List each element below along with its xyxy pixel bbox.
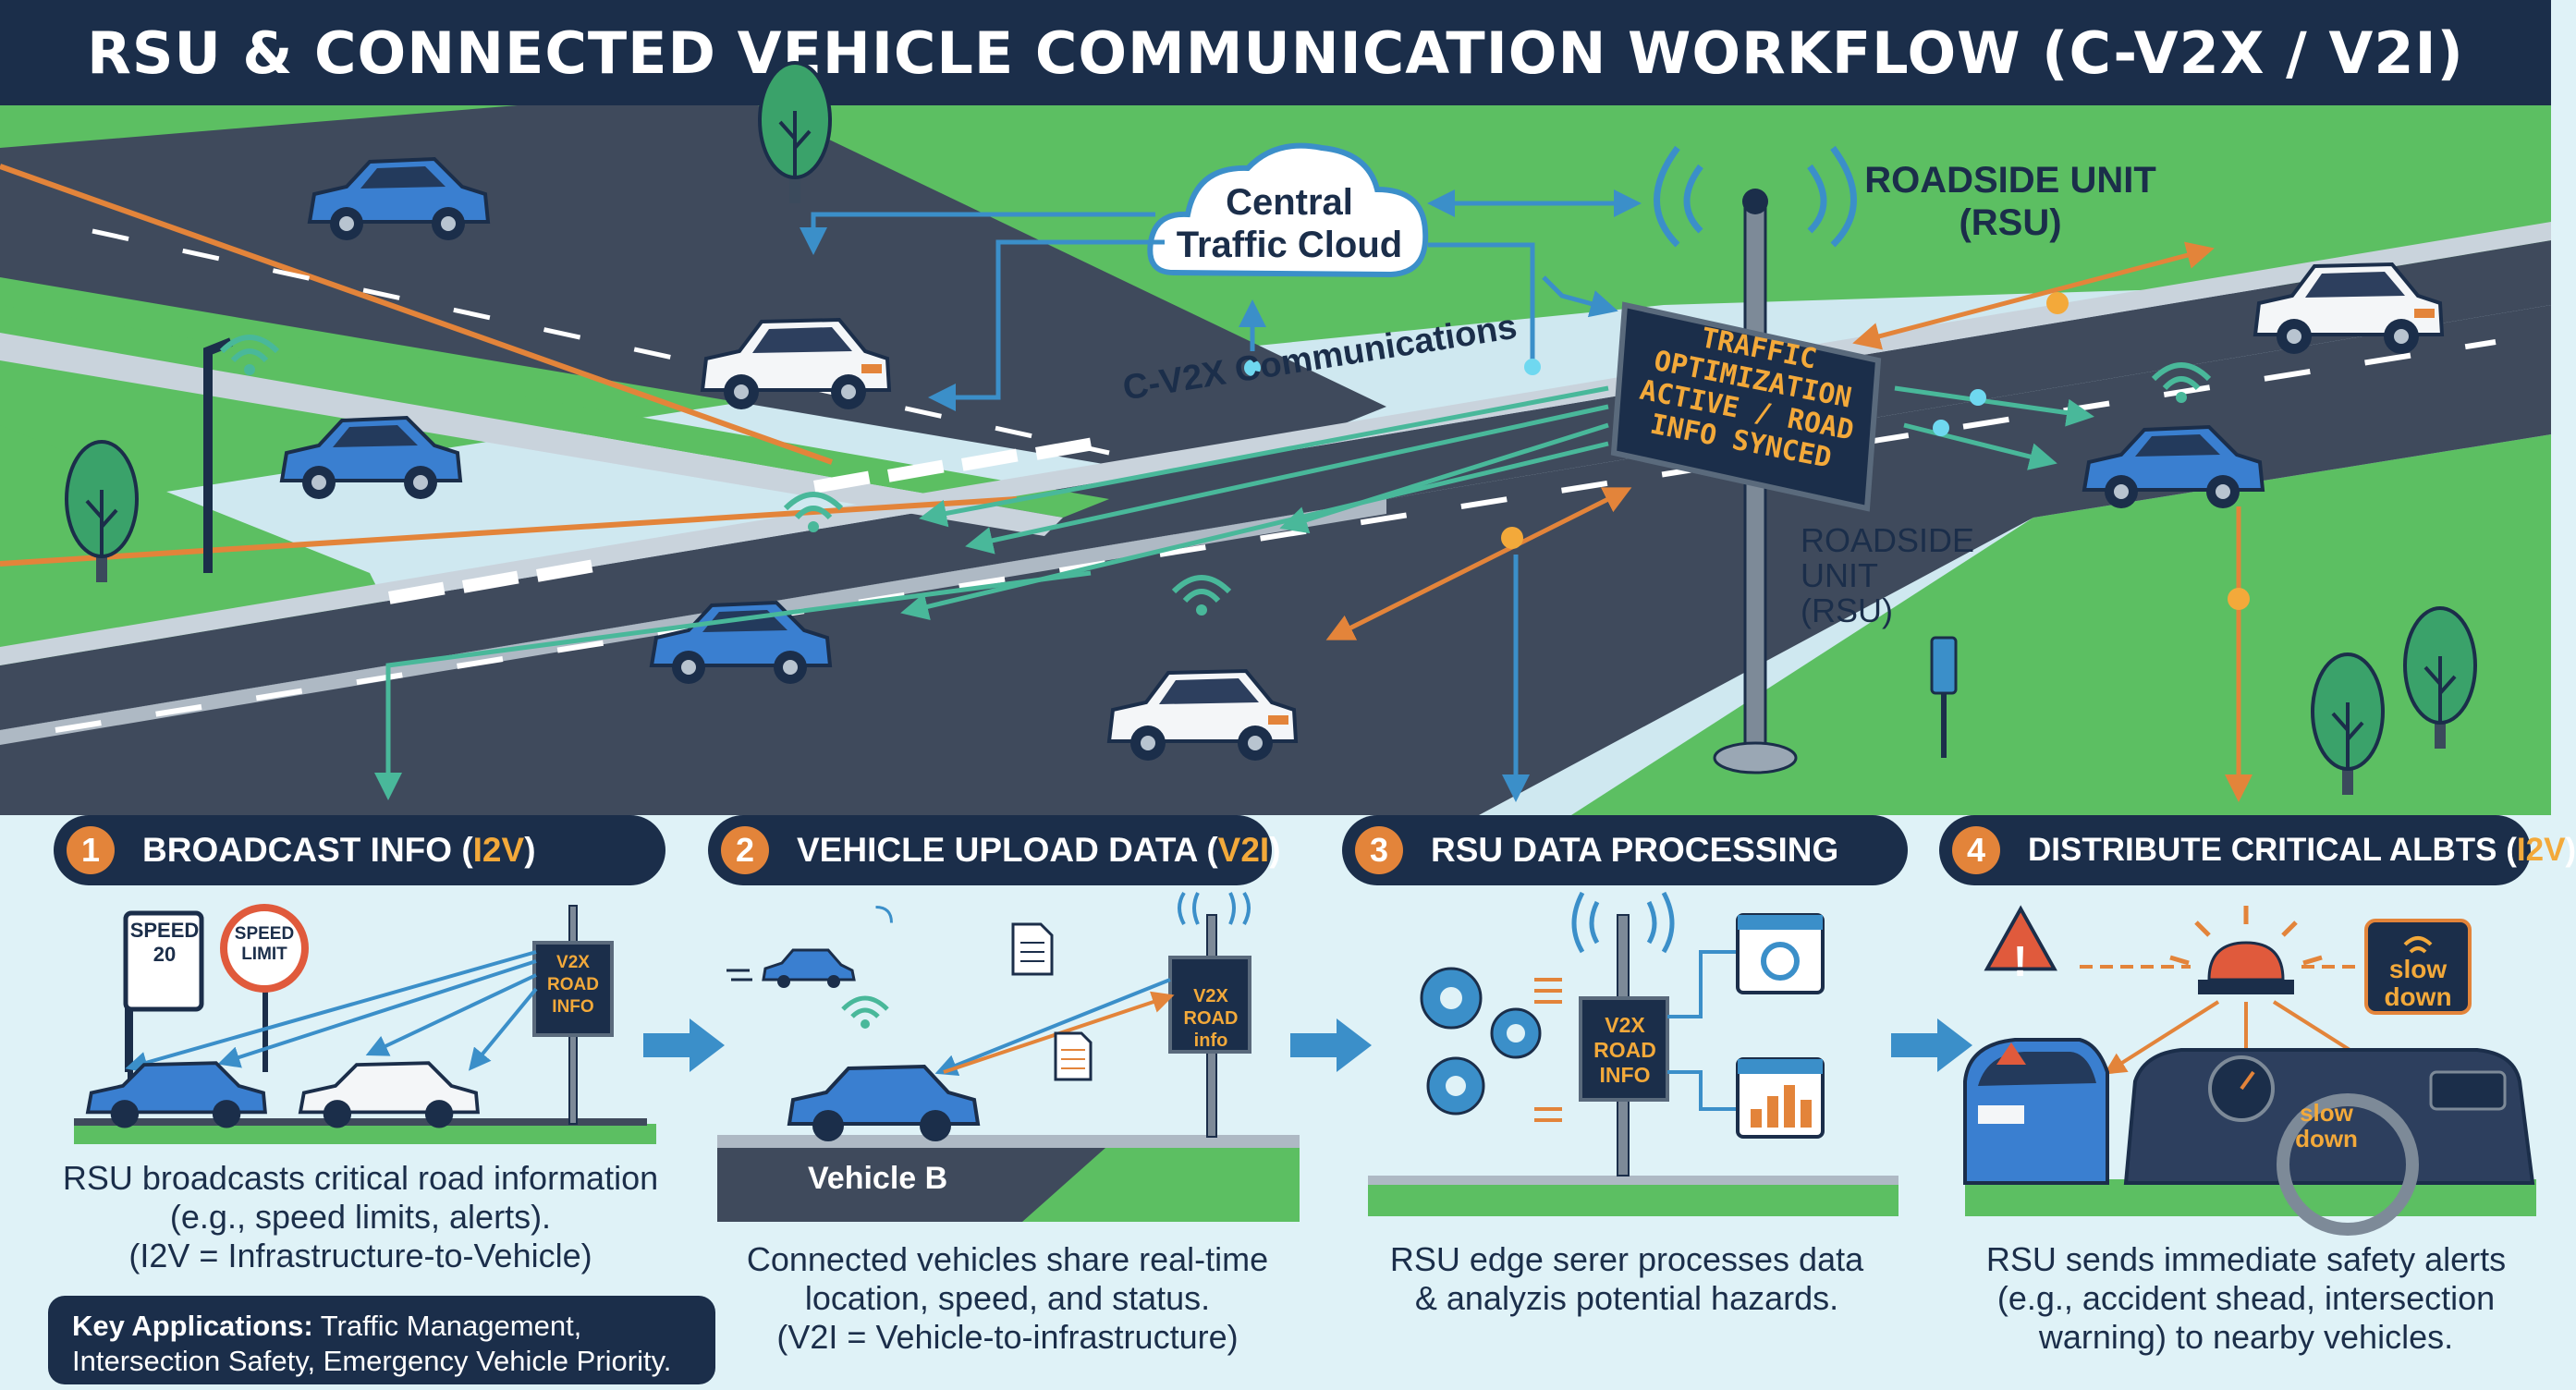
slow-down-dash-text: slow down	[2295, 1099, 2358, 1152]
grass-area-right	[1571, 434, 2551, 815]
step-title: VEHICLE UPLOAD DATA (V2I)	[797, 831, 1281, 869]
key-applications-box: Key Applications: Traffic Management, In…	[48, 1296, 715, 1384]
siren-icon	[2169, 906, 2323, 994]
document-icon	[1054, 1031, 1093, 1081]
step-2-header: 2 VEHICLE UPLOAD DATA (V2I)	[708, 815, 1281, 885]
step-3-description: RSU edge serer processes data & analyzis…	[1389, 1240, 1864, 1317]
title-bar: RSU & CONNECTED VEHICLE COMMUNICATION WO…	[0, 0, 2551, 105]
rsu-label-mid: ROADSIDE UNIT (RSU)	[1801, 521, 1975, 629]
step-title: BROADCAST INFO (I2V)	[142, 831, 536, 869]
car-small-icon	[726, 948, 856, 988]
rsu-sign-text: V2X ROAD INFO	[1593, 1013, 1656, 1087]
flow-arrow-1	[643, 1018, 725, 1072]
step-3-header: 3 RSU DATA PROCESSING	[1342, 815, 1908, 885]
car-white-icon	[298, 1061, 480, 1128]
step-4-description: RSU sends immediate safety alerts (e.g.,…	[1985, 1240, 2507, 1356]
step-number: 1	[67, 826, 115, 874]
rsu-sign	[1579, 996, 1669, 1102]
median-curb	[0, 333, 1063, 536]
car-vehicle-b-icon	[787, 1064, 981, 1141]
dashboard-icon	[2123, 1048, 2535, 1236]
warning-triangle-icon	[1984, 905, 2057, 971]
car-blue-icon	[85, 1061, 267, 1128]
panel-3-illustration	[1368, 891, 1898, 1216]
page-title: RSU & CONNECTED VEHICLE COMMUNICATION WO…	[87, 18, 2464, 87]
document-icon	[1011, 922, 1054, 976]
wifi-small-icon	[875, 906, 893, 923]
step-number: 4	[1952, 826, 2000, 874]
step-title: RSU DATA PROCESSING	[1431, 831, 1839, 869]
speed-limit-text: SPEED LIMIT	[234, 924, 295, 964]
main-road	[0, 305, 2551, 815]
rsu-sign-text: V2X ROAD info	[1183, 986, 1239, 1051]
slow-down-top-text: slow down	[2384, 955, 2452, 1011]
rsu-sign-text: V2X ROAD INFO	[547, 953, 599, 1017]
step-2-description: Connected vehicles share real-time locat…	[746, 1240, 1269, 1356]
step-title: DISTRIBUTE CRITICAL ALBTS (I2V)	[2028, 832, 2576, 868]
wifi-icon	[841, 995, 889, 1029]
speed-sign-text: SPEED 20	[129, 919, 200, 966]
gear-icon	[1420, 967, 1542, 1116]
median-grass	[0, 305, 1109, 518]
traffic-scene	[0, 61, 2551, 815]
street-lamp-icon	[203, 337, 233, 573]
traffic-sign-panel	[1610, 301, 1882, 512]
flow-arrow-2	[1290, 1018, 1372, 1072]
main-road-upper	[0, 240, 2551, 730]
car-front-icon	[1963, 1038, 2109, 1185]
speed-limit-sign	[220, 904, 309, 993]
step-number: 2	[721, 826, 769, 874]
panel-1-illustration	[74, 904, 656, 1144]
signal-waves-icon	[1178, 891, 1251, 925]
step-1-description: RSU broadcasts critical road information…	[62, 1159, 659, 1274]
crosswalk	[388, 437, 1093, 604]
cloud-label: Central Traffic Cloud	[1176, 182, 1403, 265]
roadside-device-icon	[1930, 636, 1958, 695]
cloud-icon	[1147, 142, 1429, 278]
panel-4-illustration: !	[1963, 905, 2536, 1236]
sidewalk-lower	[0, 499, 1386, 745]
step-1-header: 1 BROADCAST INFO (I2V)	[54, 815, 665, 885]
panel-2-illustration	[717, 891, 1300, 1222]
rsu-label-top: ROADSIDE UNIT (RSU)	[1864, 160, 2156, 243]
step-number: 3	[1355, 826, 1403, 874]
lane-dashes-2	[92, 228, 1110, 456]
speed-sign	[123, 910, 204, 1012]
lane-line-orange-2	[0, 164, 834, 465]
key-applications-label: Key Applications:	[72, 1310, 313, 1342]
key-applications-text: Traffic Management, Intersection Safety,…	[72, 1310, 672, 1377]
vehicle-b-label: Vehicle B	[808, 1161, 948, 1196]
communication-arrows	[374, 189, 2252, 802]
slow-down-sign	[2364, 919, 2472, 1015]
rsu-sign	[532, 941, 614, 1037]
lane-line-orange	[0, 496, 1018, 567]
signal-waves-icon	[1571, 891, 1675, 954]
step-4-header: 4 DISTRIBUTE CRITICAL ALBTS (I2V)	[1939, 815, 2576, 885]
flow-arrow-3	[1891, 1018, 1972, 1072]
svg-text:!: !	[2013, 937, 2027, 985]
